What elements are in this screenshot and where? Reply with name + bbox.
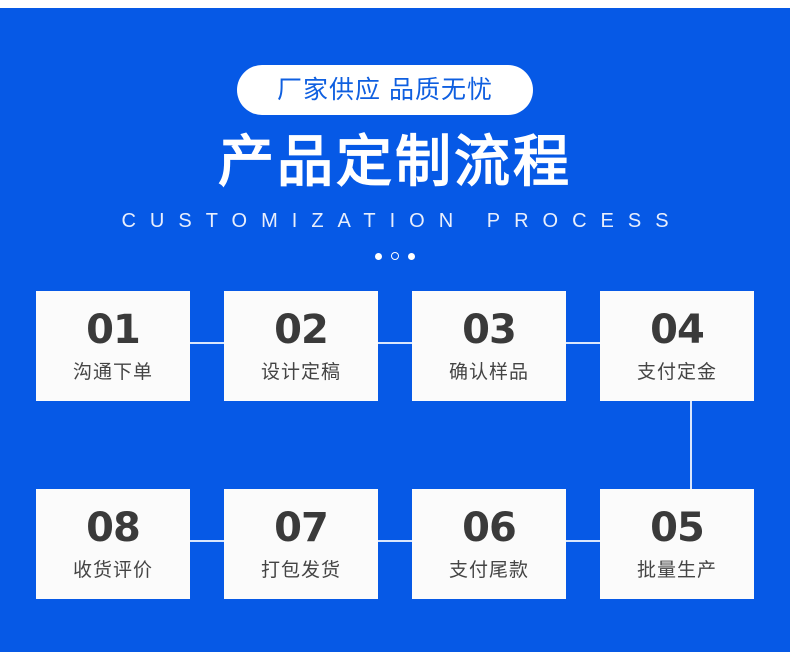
- dot-hollow-center: [391, 252, 399, 260]
- step-number: 02: [274, 307, 329, 353]
- step-card-04[interactable]: 04 支付定金: [600, 291, 754, 401]
- step-card-01[interactable]: 01 沟通下单: [36, 291, 190, 401]
- step-number: 04: [650, 307, 705, 353]
- step-label: 沟通下单: [72, 362, 153, 383]
- page-subtitle: CUSTOMIZATION PROCESS: [121, 210, 683, 232]
- step-number: 03: [462, 307, 517, 353]
- step-number: 06: [462, 505, 517, 551]
- step-card-02[interactable]: 02 设计定稿: [224, 291, 378, 401]
- slogan-badge: 厂家供应 品质无忧: [237, 65, 533, 115]
- step-card-05[interactable]: 05 批量生产: [600, 489, 754, 599]
- step-number: 01: [86, 307, 141, 353]
- step-label: 收货评价: [72, 560, 153, 581]
- dot-filled-right: [408, 252, 415, 260]
- step-card-08[interactable]: 08 收货评价: [36, 489, 190, 599]
- connector-01-02: [190, 342, 224, 344]
- steps-row-one: 01 沟通下单 02 设计定稿 03 确认样品 04 支付定金: [0, 291, 790, 401]
- step-number: 08: [86, 505, 141, 551]
- connector-02-03: [378, 342, 412, 344]
- step-card-07[interactable]: 07 打包发货: [224, 489, 378, 599]
- decorative-dots: [0, 252, 790, 260]
- step-label: 确认样品: [448, 362, 529, 383]
- connector-07-06: [378, 540, 412, 542]
- step-label: 批量生产: [636, 560, 717, 581]
- step-label: 支付定金: [636, 362, 717, 383]
- connector-08-07: [190, 540, 224, 542]
- slogan-badge-text: 厂家供应 品质无忧: [277, 75, 493, 104]
- step-number: 05: [650, 505, 705, 551]
- connector-04-05: [690, 401, 692, 489]
- step-card-06[interactable]: 06 支付尾款: [412, 489, 566, 599]
- steps-row-two: 08 收货评价 07 打包发货 06 支付尾款 05 批量生产: [0, 489, 790, 599]
- dot-filled-left: [375, 252, 382, 260]
- step-card-03[interactable]: 03 确认样品: [412, 291, 566, 401]
- page-title: 产品定制流程: [218, 130, 572, 193]
- step-number: 07: [274, 505, 329, 551]
- connector-03-04: [566, 342, 600, 344]
- connector-06-05: [566, 540, 600, 542]
- step-label: 设计定稿: [260, 362, 341, 383]
- step-label: 打包发货: [260, 560, 341, 581]
- step-label: 支付尾款: [448, 560, 529, 581]
